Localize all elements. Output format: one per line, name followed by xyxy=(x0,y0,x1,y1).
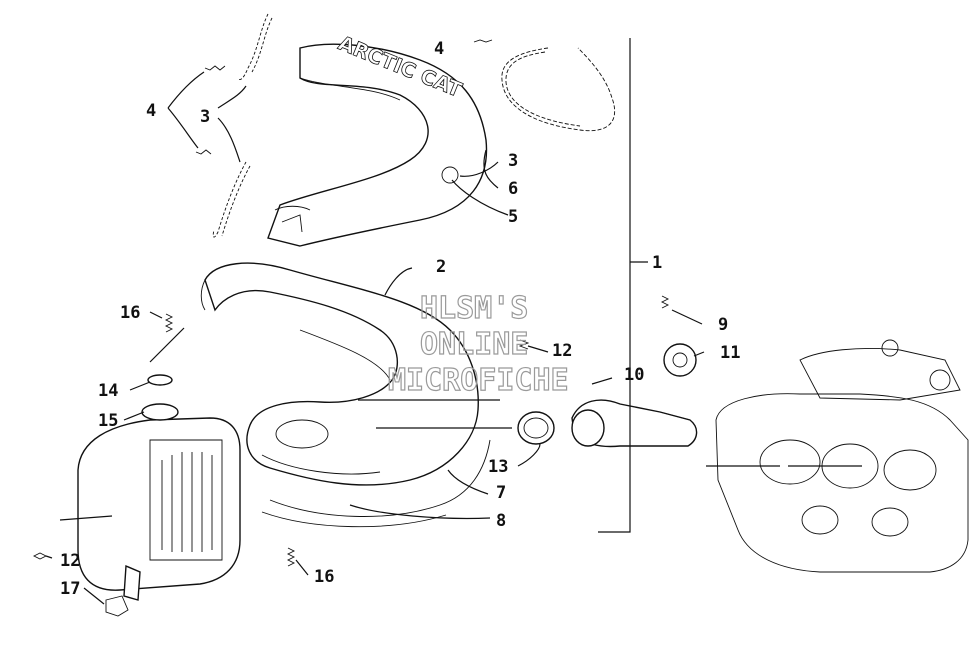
muffler xyxy=(77,374,241,601)
callout-12-upper: 12 xyxy=(552,341,572,361)
callout-9: 9 xyxy=(718,315,728,335)
callout-14: 14 xyxy=(98,381,118,401)
small-parts xyxy=(32,295,698,617)
callout-6: 6 xyxy=(508,179,518,199)
callout-labels: 1 2 3 3 4 4 5 6 7 8 9 10 11 12 12 13 14 … xyxy=(60,39,740,599)
engine-block xyxy=(715,339,969,573)
callout-10: 10 xyxy=(624,365,644,385)
watermark-line-2: ONLINE xyxy=(420,327,528,362)
callout-7: 7 xyxy=(496,483,506,503)
expansion-chamber xyxy=(200,262,491,528)
callout-8: 8 xyxy=(496,511,506,531)
watermark-line-3: MICROFICHE xyxy=(388,363,569,398)
callout-11: 11 xyxy=(720,343,740,363)
callout-15: 15 xyxy=(98,411,118,431)
callout-13: 13 xyxy=(488,457,508,477)
callout-5: 5 xyxy=(508,207,518,227)
watermark-line-1: HLSM'S xyxy=(420,291,528,326)
callout-16-upper: 16 xyxy=(120,303,140,323)
callout-3-right: 3 xyxy=(508,151,518,171)
callout-1: 1 xyxy=(652,253,662,273)
spring-clamps-upper xyxy=(195,13,273,238)
spring-band-right xyxy=(473,39,616,132)
heat-shield: ARCTIC CAT xyxy=(267,30,488,247)
callout-2: 2 xyxy=(436,257,446,277)
callout-4-top: 4 xyxy=(434,39,444,59)
callout-3-left: 3 xyxy=(200,107,210,127)
callout-4-left: 4 xyxy=(146,101,156,121)
leader-lines xyxy=(45,38,862,605)
callout-16-lower: 16 xyxy=(314,567,334,587)
watermark: HLSM'S ONLINE MICROFICHE xyxy=(387,290,569,398)
muffler-louvers xyxy=(161,452,213,552)
callout-17: 17 xyxy=(60,579,80,599)
callout-12-lower: 12 xyxy=(60,551,80,571)
